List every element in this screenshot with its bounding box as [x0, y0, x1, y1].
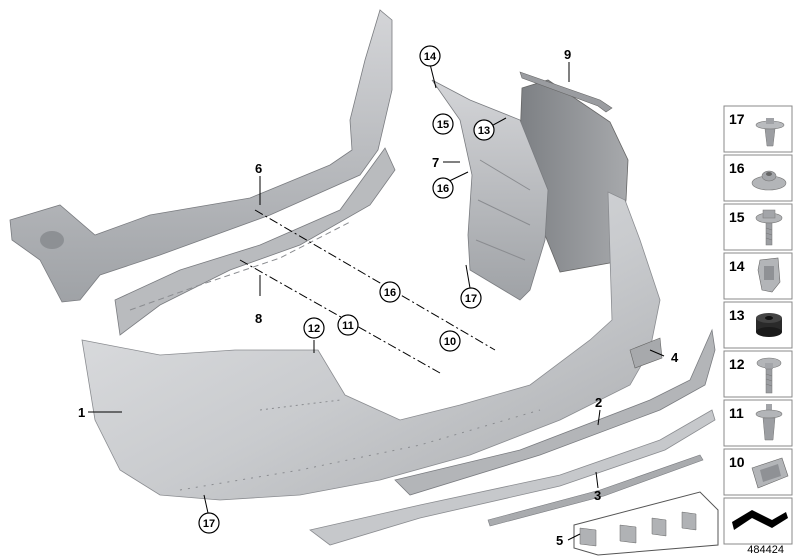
svg-text:14: 14 [424, 51, 437, 63]
callout-7: 7 [432, 155, 439, 170]
callout-17-upper: 17 [460, 287, 482, 309]
legend-box-17: 17 [723, 105, 793, 153]
svg-text:11: 11 [342, 320, 354, 332]
svg-text:16: 16 [729, 160, 745, 176]
callout-12: 12 [303, 317, 325, 339]
callout-16-lower: 16 [379, 281, 401, 303]
callout-3: 3 [594, 488, 601, 503]
legend-box-13: 13 [723, 301, 793, 349]
svg-text:12: 12 [308, 323, 320, 335]
legend-box-11: 11 [723, 399, 793, 447]
energy-absorber [114, 147, 396, 336]
legend-box-16: 16 [723, 154, 793, 202]
callout-15: 15 [432, 113, 454, 135]
legend-box-12: 12 [723, 350, 793, 398]
legend-box-14: 14 [723, 252, 793, 300]
plastic-nut-icon [751, 457, 789, 489]
callout-1: 1 [78, 405, 85, 420]
reflector-cover [629, 337, 663, 369]
callout-10: 10 [439, 330, 461, 352]
fastener-legend-panel: 17 16 15 [723, 105, 793, 545]
legend-box-mounting-kit [723, 497, 793, 545]
leader-lines [88, 62, 665, 541]
svg-text:17: 17 [203, 518, 215, 530]
svg-text:15: 15 [729, 209, 745, 225]
callout-9: 9 [564, 47, 571, 62]
upper-carrier-bracket [9, 9, 393, 303]
clip-nut-icon [751, 170, 787, 191]
legend-box-10: 10 [723, 448, 793, 496]
svg-text:10: 10 [444, 336, 456, 348]
spring-nut-icon [757, 257, 781, 293]
hex-screw-icon [756, 357, 782, 394]
callout-14: 14 [419, 45, 441, 67]
flange-screw-icon [755, 209, 783, 246]
expanding-rivet-icon [755, 118, 785, 147]
legend-box-15: 15 [723, 203, 793, 251]
svg-text:10: 10 [729, 454, 745, 470]
svg-text:13: 13 [729, 307, 745, 323]
svg-text:15: 15 [437, 119, 449, 131]
callout-5: 5 [556, 533, 563, 548]
bracket-set [573, 491, 719, 556]
callout-4: 4 [671, 350, 679, 365]
callout-11: 11 [337, 314, 359, 336]
svg-text:11: 11 [729, 405, 744, 421]
lower-trim-strip [309, 409, 716, 546]
callout-13: 13 [473, 119, 495, 141]
svg-text:16: 16 [437, 183, 449, 195]
mounting-kit-icon [732, 510, 788, 530]
callout-16-upper: 16 [432, 177, 454, 199]
callout-8: 8 [255, 311, 262, 326]
svg-text:12: 12 [729, 356, 745, 372]
svg-text:14: 14 [729, 258, 745, 274]
svg-text:16: 16 [384, 287, 396, 299]
push-rivet-icon [755, 404, 783, 441]
callout-6: 6 [255, 161, 262, 176]
svg-text:13: 13 [478, 125, 490, 137]
bumper-trim-panel [81, 191, 661, 501]
side-mounting-bracket [431, 79, 549, 301]
reference-lines [239, 209, 496, 374]
document-number: 484424 [747, 544, 784, 556]
callout-2: 2 [595, 395, 602, 410]
svg-text:17: 17 [729, 111, 745, 127]
diffuser-trim [394, 328, 716, 496]
callout-17-lower: 17 [198, 512, 220, 534]
svg-text:17: 17 [465, 293, 477, 305]
rubber-buffer-icon [756, 313, 782, 337]
